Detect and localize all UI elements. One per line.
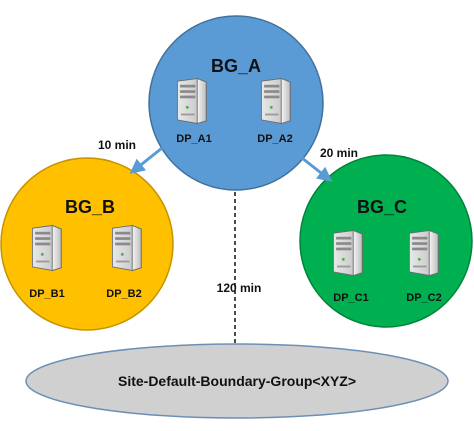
server-tower-icon <box>408 230 439 276</box>
link-label-a-to-default: 120 min <box>217 281 262 295</box>
server-label-a1: DP_A1 <box>176 133 211 145</box>
default-boundary-group-ellipse <box>25 343 449 419</box>
server-tower-icon <box>31 225 62 271</box>
server-tower-icon <box>111 225 142 271</box>
boundary-group-a <box>148 15 324 191</box>
link-label-a-to-b: 10 min <box>98 138 136 152</box>
server-label-b1: DP_B1 <box>29 288 64 300</box>
server-tower-icon <box>260 78 291 124</box>
link-arrow-a-to-c <box>301 156 333 182</box>
server-label-a2: DP_A2 <box>257 133 292 145</box>
boundary-group-a-title: BG_A <box>211 56 261 76</box>
server-label-c2: DP_C2 <box>406 292 441 304</box>
server-label-b2: DP_B2 <box>106 288 141 300</box>
default-boundary-group-label: Site-Default-Boundary-Group<XYZ> <box>118 373 356 389</box>
server-tower-icon <box>176 78 207 124</box>
boundary-group-c <box>299 154 473 328</box>
link-arrow-a-to-b <box>129 146 163 174</box>
boundary-group-b-title: BG_B <box>65 197 115 217</box>
server-tower-icon <box>332 230 363 276</box>
boundary-group-c-title: BG_C <box>357 197 407 217</box>
server-label-c1: DP_C1 <box>333 292 368 304</box>
link-label-a-to-c: 20 min <box>320 146 358 160</box>
boundary-group-b <box>0 157 174 331</box>
